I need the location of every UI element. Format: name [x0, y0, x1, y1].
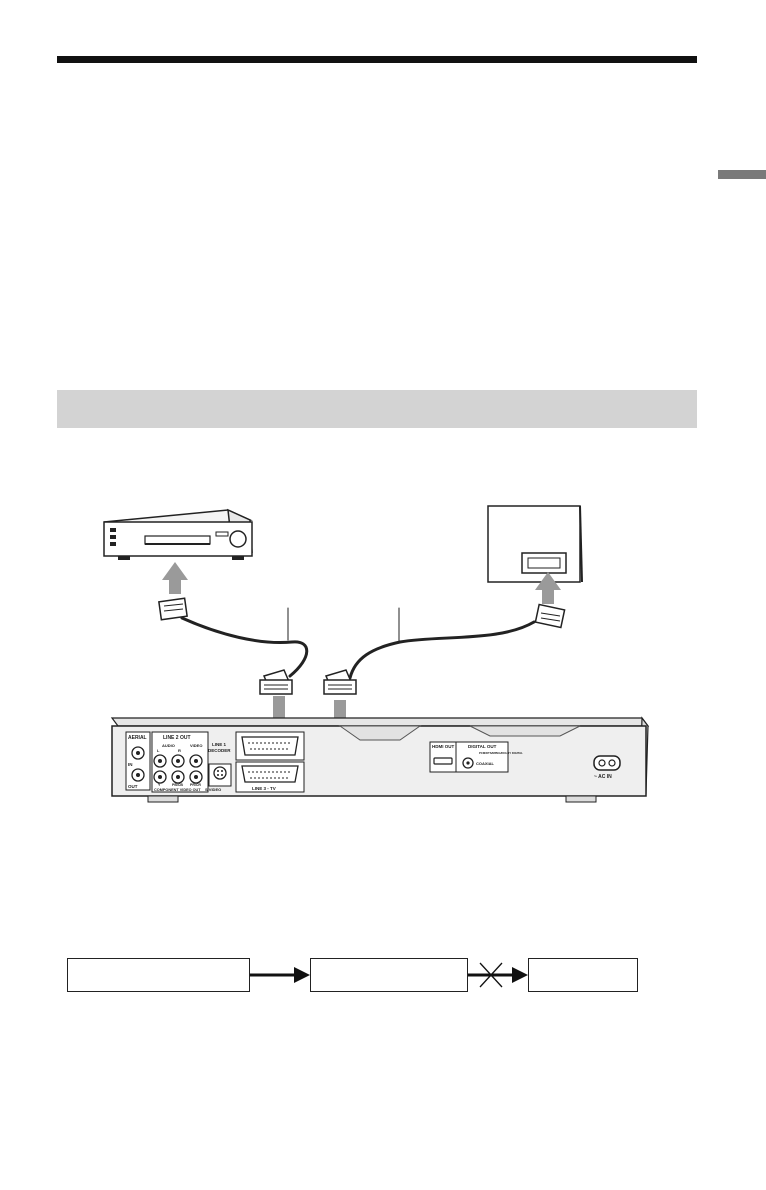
line1-label: LINE 1	[212, 742, 227, 747]
recorder-rear-panel: AERIAL IN OUT LINE 2 OUT AUDIO L R VIDEO…	[110, 716, 650, 803]
scart-plug-line1	[259, 669, 293, 695]
chapter-side-tab	[718, 170, 766, 179]
video-label: VIDEO	[190, 743, 202, 748]
connection-diagram: AERIAL IN OUT LINE 2 OUT AUDIO L R VIDEO…	[103, 505, 650, 803]
component-y-label: Y	[158, 783, 161, 787]
flow-arrow-blocked	[468, 962, 528, 988]
line3-tv-label: LINE 3 - TV	[252, 786, 276, 791]
aerial-in-label: IN	[128, 762, 133, 767]
component-video-out-label: COMPONENT VIDEO OUT	[154, 788, 201, 792]
scart-plug-line3	[323, 669, 357, 695]
vcr-illustration	[103, 508, 253, 560]
component-pb-label: PB/CB	[172, 783, 183, 787]
hdmi-out-label: HDMI OUT	[432, 744, 454, 749]
aerial-label: AERIAL	[128, 735, 147, 741]
pcm-dts-label: PCM/DTS/MPEG/DOLBY DIGITAL	[479, 751, 523, 755]
audio-l-label: L	[157, 748, 160, 753]
s-video-label: S VIDEO	[205, 787, 221, 792]
flow-box-source	[67, 958, 250, 992]
coaxial-label: COAXIAL	[476, 761, 495, 766]
flow-arrow-1	[250, 967, 310, 983]
component-pr-label: PR/CR	[190, 783, 201, 787]
scart-plug-vcr	[158, 597, 188, 621]
aerial-out-label: OUT	[128, 784, 138, 789]
decoder-label: DECODER	[208, 748, 231, 753]
flow-box-destination	[528, 958, 638, 992]
line2-out-label: LINE 2 OUT	[163, 735, 191, 741]
tv-rear-illustration	[487, 505, 583, 583]
title-rule	[57, 56, 697, 63]
audio-label: AUDIO	[162, 743, 175, 748]
scart-cables	[180, 607, 536, 680]
digital-out-label: DIGITAL OUT	[468, 744, 497, 749]
signal-flow-diagram	[0, 950, 766, 1000]
ac-in-label: ~ AC IN	[594, 774, 612, 780]
section-heading-band	[57, 390, 697, 428]
scart-plug-tv	[534, 603, 566, 629]
audio-r-label: R	[178, 748, 181, 753]
flow-box-middle	[310, 958, 468, 992]
